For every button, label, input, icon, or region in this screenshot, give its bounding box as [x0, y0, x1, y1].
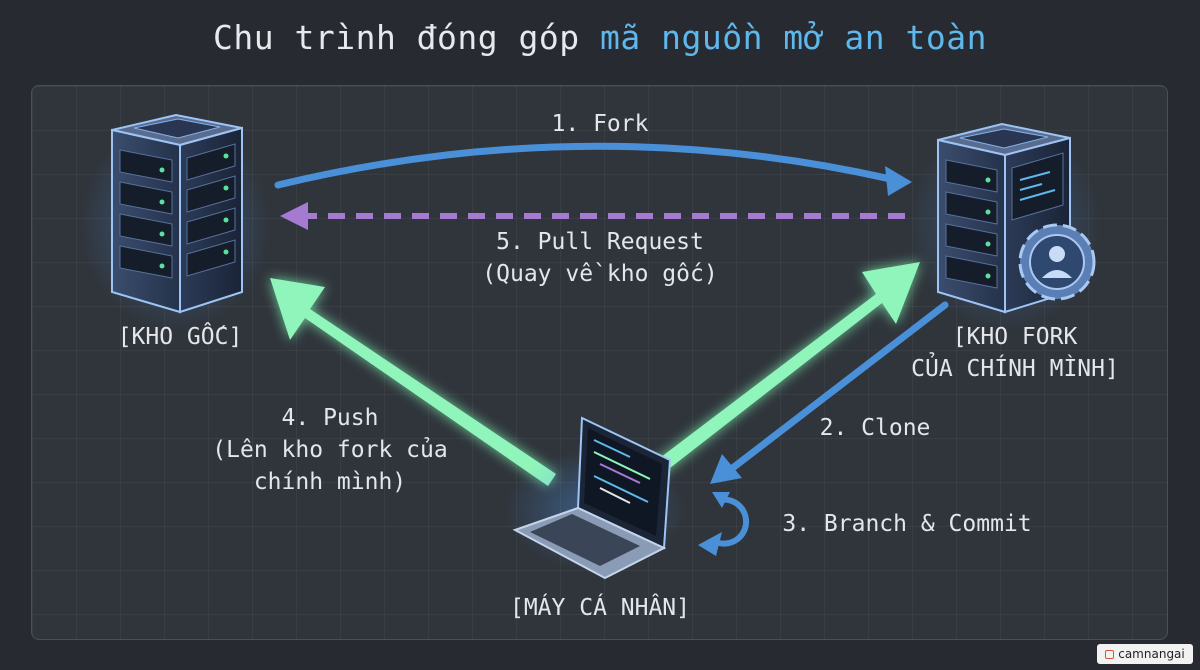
watermark-logo-icon	[1105, 649, 1115, 659]
step-clone-label: 2. Clone	[819, 415, 931, 441]
watermark-badge: camnangai	[1097, 644, 1193, 664]
node-fork-label: [KHO FORK CỦA CHÍNH MÌNH]	[911, 324, 1119, 382]
cycle-arrow-icon	[698, 492, 750, 556]
push-arrow	[270, 278, 556, 486]
fork-arrow	[274, 142, 912, 196]
clone-arrow	[710, 301, 949, 484]
step-pull-request-label: 5. Pull Request (Quay về kho gốc)	[482, 229, 718, 287]
node-local-label: [MÁY CÁ NHÂN]	[509, 595, 690, 621]
pull-request-arrow	[280, 202, 905, 230]
title-prefix: Chu trình đóng góp	[213, 18, 600, 57]
watermark-text: camnangai	[1118, 647, 1185, 661]
page-title: Chu trình đóng góp mã nguồn mở an toàn	[0, 18, 1200, 57]
step-fork-label: 1. Fork	[551, 111, 649, 137]
laptop-to-fork-arrow	[644, 262, 920, 482]
step-branch-commit-label: 3. Branch & Commit	[782, 511, 1032, 537]
server-icon	[80, 113, 270, 330]
title-highlight: mã nguồn mở an toàn	[600, 18, 987, 57]
laptop-icon	[505, 416, 685, 580]
step-push-label: 4. Push (Lên kho fork của chính mình)	[212, 405, 448, 495]
node-origin-label: [KHO GỐC]	[117, 324, 243, 350]
server-gear-icon	[910, 120, 1100, 330]
